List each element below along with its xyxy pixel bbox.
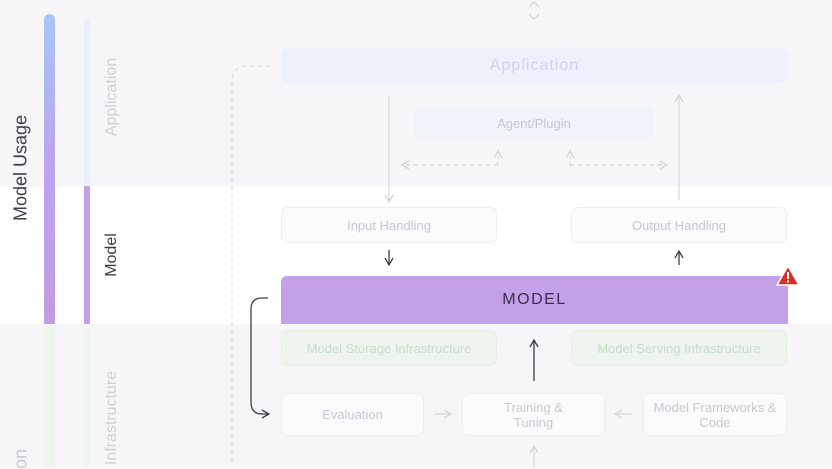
model-to-evaluation-loop: [250, 297, 271, 419]
model-frameworks-node-label: Model Frameworks & Code: [653, 399, 777, 430]
application-node[interactable]: Application: [281, 48, 788, 83]
model-usage-bar-lower: [44, 326, 55, 467]
agent-plugin-node[interactable]: Agent/Plugin: [414, 106, 654, 140]
input-handling-node[interactable]: Input Handling: [281, 207, 497, 243]
model-serving-node-label: Model Serving Infrastructure: [597, 340, 761, 356]
model-section-bar: [84, 186, 90, 324]
model-storage-node-label: Model Storage Infrastructure: [306, 340, 472, 356]
model-usage-bar: [44, 14, 55, 324]
evaluation-node[interactable]: Evaluation: [281, 393, 424, 436]
output-handling-node[interactable]: Output Handling: [571, 207, 787, 243]
warning-triangle-icon[interactable]: [776, 265, 800, 286]
evaluation-node-label: Evaluation: [322, 407, 383, 422]
training-tuning-node[interactable]: Training & Tuning: [462, 393, 605, 436]
application-feedback-dashed-line: [231, 65, 270, 467]
model-node[interactable]: MODEL: [281, 276, 788, 324]
agent-plugin-dashed-connectors: [400, 149, 669, 170]
model-node-label: MODEL: [502, 291, 567, 308]
infrastructure-section-bar: [84, 328, 90, 467]
agent-plugin-node-label: Agent/Plugin: [497, 115, 571, 131]
output-handling-node-label: Output Handling: [632, 217, 726, 233]
input-handling-node-label: Input Handling: [347, 217, 431, 233]
expand-vertical-icon[interactable]: [528, 1, 540, 20]
model-storage-node[interactable]: Model Storage Infrastructure: [281, 330, 497, 366]
application-section-bar: [84, 18, 90, 184]
application-node-label: Application: [489, 56, 580, 74]
training-tuning-node-label: Training & Tuning: [504, 399, 563, 430]
model-frameworks-node[interactable]: Model Frameworks & Code: [643, 393, 787, 436]
model-serving-node[interactable]: Model Serving Infrastructure: [571, 330, 787, 366]
